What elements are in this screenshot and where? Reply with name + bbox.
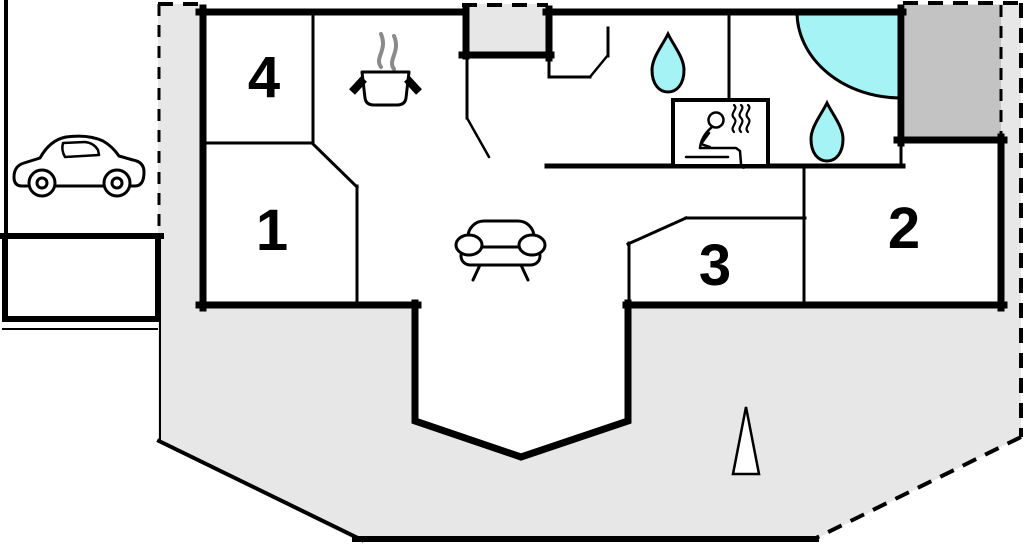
room-3-label: 3 [699, 233, 731, 298]
water-drop-icon [650, 30, 686, 94]
tree-icon [731, 406, 761, 476]
plot-boundary-dashed [157, 1, 1023, 542]
room-2-label: 2 [888, 196, 920, 261]
car-icon [12, 134, 146, 198]
parking-area [0, 0, 164, 330]
room-4-label: 4 [248, 45, 280, 110]
shed [905, 5, 1001, 137]
house-floor [200, 2, 1003, 457]
sauna-person-icon [684, 103, 751, 169]
sauna-cabin [671, 98, 770, 169]
water-drop-icon [809, 99, 845, 163]
sofa-icon [454, 219, 547, 282]
exterior-walls [195, 4, 1008, 461]
terrace-edges [156, 320, 819, 543]
room-1-label: 1 [256, 198, 288, 263]
bathroom-door-swing [588, 53, 610, 79]
corner-shower-quarter-circle [795, 10, 903, 100]
cooking-pot-icon [349, 32, 422, 107]
entrance-door-swing [465, 116, 491, 159]
